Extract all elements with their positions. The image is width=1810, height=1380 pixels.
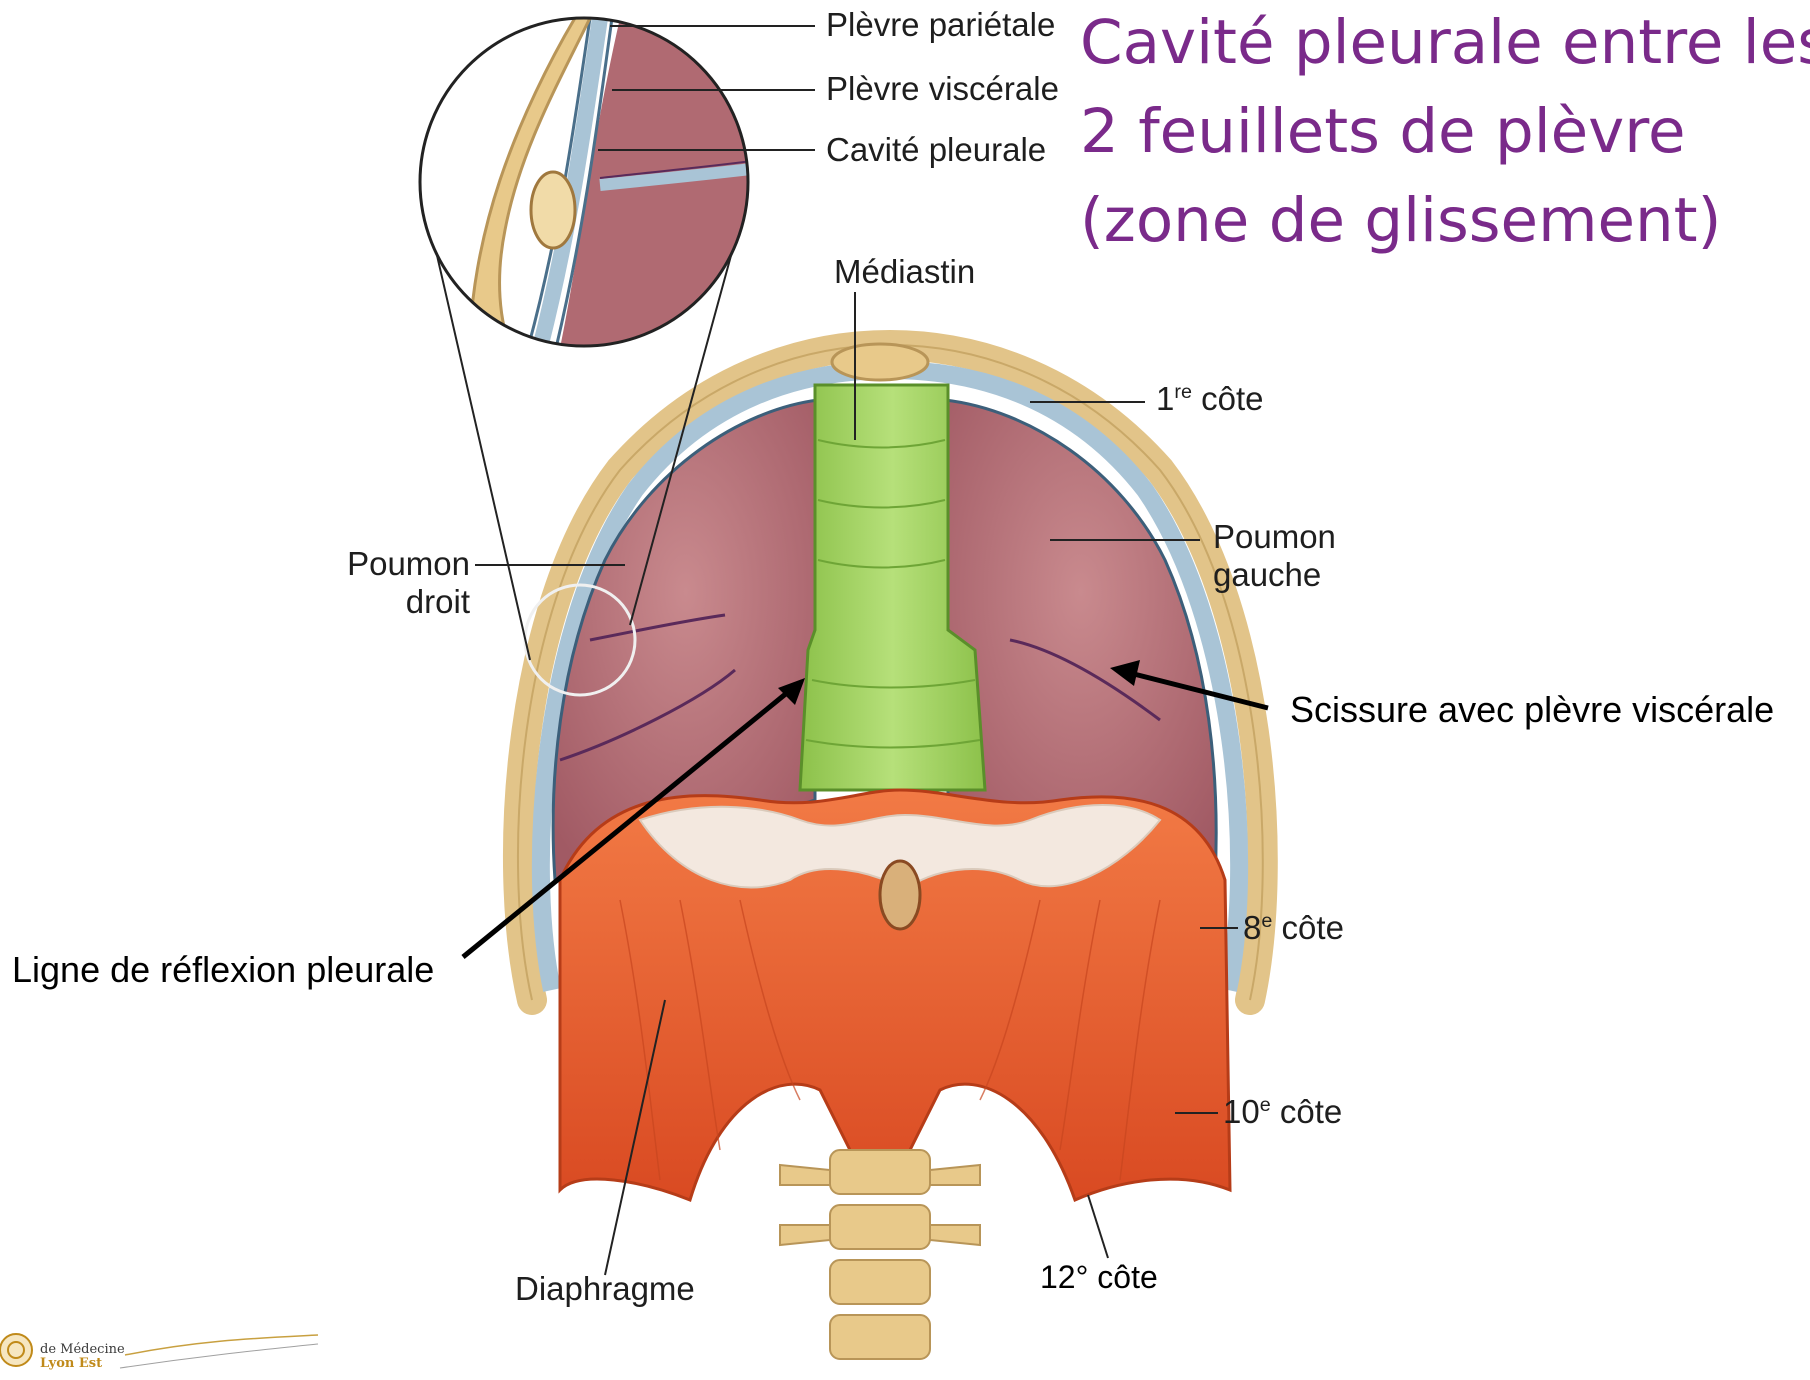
title-line-1: Cavité pleurale entre les	[1080, 0, 1810, 87]
label-plevre-viscerale: Plèvre viscérale	[826, 70, 1059, 108]
logo-line-1: de Médecine	[40, 1343, 125, 1357]
title-line-3: (zone de glissement)	[1080, 176, 1810, 265]
label-1re-cote: 1re côte	[1156, 380, 1264, 418]
label-scissure: Scissure avec plèvre viscérale	[1290, 691, 1774, 729]
label-poumon-droit: Poumon droit	[330, 545, 470, 621]
title-line-2: 2 feuillets de plèvre	[1080, 87, 1810, 176]
label-1re-cote-sup: re	[1174, 381, 1192, 403]
label-8e-cote-sup: e	[1261, 910, 1272, 932]
spine	[780, 1150, 980, 1359]
label-mediastin: Médiastin	[834, 253, 975, 291]
logo-text: de Médecine Lyon Est	[40, 1343, 125, 1371]
trachea-top	[832, 344, 928, 380]
label-cavite-pleurale: Cavité pleurale	[826, 131, 1046, 169]
label-10e-cote-sup: e	[1260, 1094, 1271, 1116]
label-diaphragme: Diaphragme	[515, 1270, 695, 1308]
label-8e-cote-num: 8	[1243, 909, 1261, 946]
slide-title: Cavité pleurale entre les 2 feuillets de…	[1080, 0, 1810, 265]
label-ligne-reflexion: Ligne de réflexion pleurale	[12, 951, 434, 989]
label-poumon-gauche: Poumon gauche	[1213, 518, 1336, 594]
label-10e-cote-word: côte	[1271, 1093, 1343, 1130]
label-8e-cote: 8e côte	[1243, 909, 1344, 947]
label-poumon-gauche-line-1: Poumon	[1213, 518, 1336, 556]
label-1re-cote-num: 1	[1156, 380, 1174, 417]
label-10e-cote: 10e côte	[1223, 1093, 1342, 1131]
label-poumon-gauche-line-2: gauche	[1213, 556, 1336, 594]
label-poumon-droit-line-1: Poumon	[330, 545, 470, 583]
logo-line-2: Lyon Est	[40, 1357, 125, 1371]
label-10e-cote-num: 10	[1223, 1093, 1260, 1130]
label-8e-cote-word: côte	[1272, 909, 1344, 946]
label-12-cote: 12° côte	[1040, 1258, 1158, 1296]
esophageal-hiatus	[880, 861, 920, 929]
zoom-inset	[420, 18, 760, 348]
label-poumon-droit-line-2: droit	[330, 583, 470, 621]
label-plevre-parietale: Plèvre pariétale	[826, 6, 1055, 44]
label-1re-cote-word: côte	[1192, 380, 1264, 417]
